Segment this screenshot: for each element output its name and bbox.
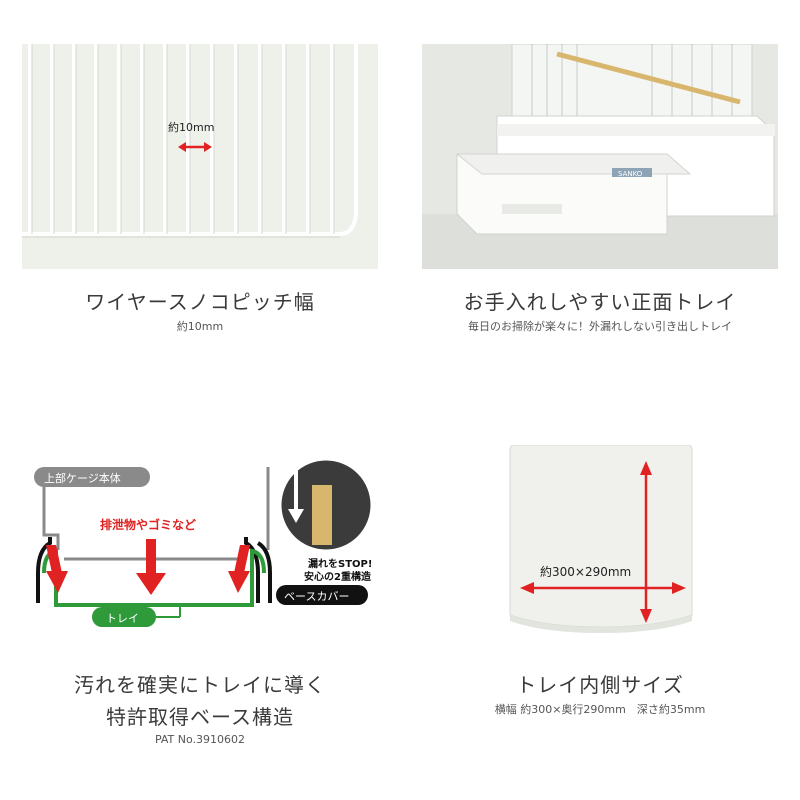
stop-label: 漏れをSTOP! [308, 557, 372, 570]
cage-tray-illustration: SANKO [422, 44, 778, 269]
waste-down-arrow-icon [136, 539, 166, 595]
wire-grid-photo: 約10mm [22, 44, 378, 269]
wire-pitch-title: ワイヤースノコピッチ幅 [85, 290, 315, 314]
base-structure-title-line2: 特許取得ベース構造 [106, 705, 294, 729]
waste-label: 排泄物やゴミなど [100, 517, 196, 532]
front-tray-title: お手入れしやすい正面トレイ [463, 290, 737, 314]
tray-size-photo: 約300×290mm [508, 445, 694, 635]
upper-cage-label: 上部ケージ本体 [44, 471, 121, 485]
pitch-arrow-icon [178, 142, 212, 152]
tray-front-photo: SANKO [422, 44, 778, 269]
right-waste-arrow-icon [228, 545, 250, 593]
tray-label: トレイ [106, 612, 139, 625]
left-waste-arrow-icon [46, 545, 68, 593]
double-structure-label: 安心の2重構造 [304, 570, 372, 583]
tray-size-title: トレイ内側サイズ [516, 673, 684, 697]
base-structure-title-line1: 汚れを確実にトレイに導く [74, 673, 326, 697]
base-structure-diagram: 上部ケージ本体 排泄物やゴミなど トレイ [20, 455, 380, 640]
brand-logo: SANKO [618, 170, 643, 178]
patent-number: PAT No.3910602 [154, 733, 246, 746]
base-cover-label: ベースカバー [284, 590, 349, 603]
width-arrow-icon [520, 582, 686, 594]
front-tray-subtitle: 毎日のお掃除が楽々に！外漏れしない引き出しトレイ [468, 320, 732, 333]
tray-size-subtitle: 横幅 約300×奥行290mm 深さ約35mm [494, 703, 706, 716]
wire-grid-illustration [22, 44, 378, 269]
tray-size-annotation: 約300×290mm [540, 565, 632, 579]
wire-pitch-subtitle: 約10mm [176, 320, 224, 333]
pitch-annotation: 約10mm [168, 121, 215, 134]
